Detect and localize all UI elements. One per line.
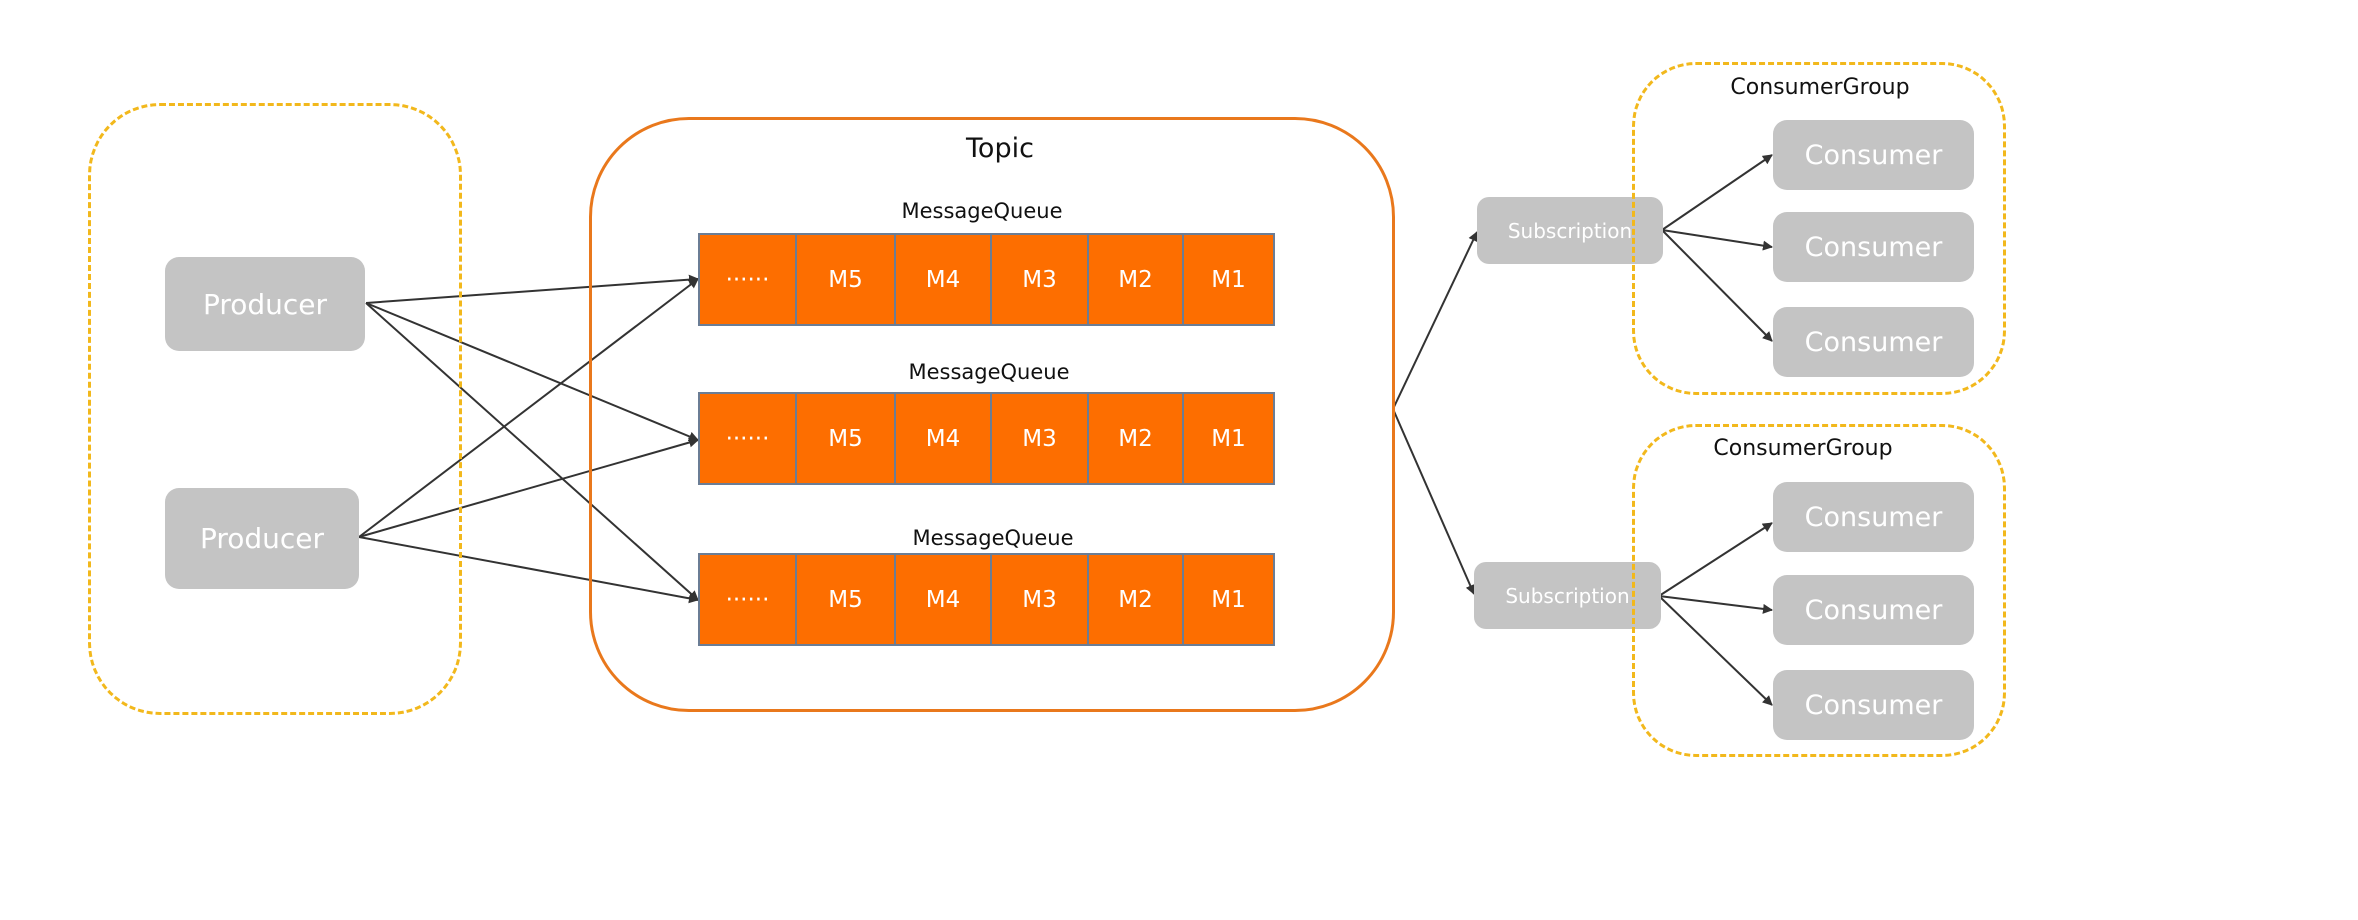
consumer-label: Consumer <box>1804 326 1943 358</box>
queue-cell: M5 <box>797 235 896 324</box>
queue-cell: M2 <box>1089 555 1184 644</box>
message-queue-label: MessageQueue <box>901 199 1063 223</box>
consumer-label: Consumer <box>1804 689 1943 721</box>
arrow-producer2-queue1 <box>358 278 699 538</box>
producer-node[interactable]: Producer <box>165 488 359 589</box>
arrow-subscription1-consumer3 <box>1661 229 1773 342</box>
arrow-producer2-queue3 <box>358 536 699 604</box>
queue-cell: M1 <box>1211 425 1246 452</box>
arrow-subscription2-consumer3 <box>1658 595 1773 706</box>
queue-cell: M2 <box>1089 394 1184 483</box>
message-queue: ······ M5 M4 M3 M2 M1 <box>698 392 1275 485</box>
consumer-node[interactable]: Consumer <box>1773 212 1974 282</box>
producer-node[interactable]: Producer <box>165 257 365 351</box>
queue-cell: M3 <box>992 235 1089 324</box>
producer-label: Producer <box>202 287 328 321</box>
topic-title: Topic <box>966 132 1034 164</box>
queue-cell: M1 <box>1211 586 1246 613</box>
consumer-label: Consumer <box>1804 139 1943 171</box>
queue-cell: ······ <box>700 235 797 324</box>
arrow-topic-subscription2 <box>1392 408 1475 595</box>
arrow-producer1-queue2 <box>365 302 699 442</box>
message-queue-label: MessageQueue <box>908 360 1070 384</box>
arrow-producer1-queue3 <box>365 302 699 601</box>
arrow-subscription1-consumer1 <box>1661 154 1773 231</box>
queue-cell: M4 <box>896 235 992 324</box>
consumer-group <box>1632 62 2006 395</box>
message-queue-label: MessageQueue <box>912 526 1074 550</box>
arrow-producer2-queue2 <box>358 437 699 538</box>
consumer-label: Consumer <box>1804 501 1943 533</box>
queue-cell: M3 <box>992 394 1089 483</box>
queue-cell: M3 <box>992 555 1089 644</box>
queue-cell: M2 <box>1089 235 1184 324</box>
consumer-node[interactable]: Consumer <box>1773 307 1974 377</box>
consumer-node[interactable]: Consumer <box>1773 120 1974 190</box>
queue-cell: M5 <box>797 394 896 483</box>
subscription-label: Subscription <box>1505 583 1630 608</box>
queue-cell: ······ <box>700 394 797 483</box>
consumer-node[interactable]: Consumer <box>1773 670 1974 740</box>
arrow-topic-subscription1 <box>1392 231 1478 410</box>
message-queue: ······ M5 M4 M3 M2 M1 <box>698 553 1275 646</box>
arrow-subscription2-consumer1 <box>1658 522 1773 597</box>
consumer-node[interactable]: Consumer <box>1773 575 1974 645</box>
consumer-label: Consumer <box>1804 594 1943 626</box>
producer-label: Producer <box>199 522 325 555</box>
queue-cell: M4 <box>896 394 992 483</box>
message-queue: ······ M5 M4 M3 M2 M1 <box>698 233 1275 326</box>
queue-cell: M4 <box>896 555 992 644</box>
consumer-node[interactable]: Consumer <box>1773 482 1974 552</box>
subscription-node[interactable]: Subscription <box>1474 562 1661 629</box>
queue-cell: M5 <box>797 555 896 644</box>
queue-cell: ······ <box>700 555 797 644</box>
arrow-subscription2-consumer2 <box>1658 595 1773 614</box>
consumer-group-title: ConsumerGroup <box>1713 435 1893 461</box>
consumer-group-title: ConsumerGroup <box>1730 74 1910 100</box>
arrow-producer1-queue1 <box>365 274 699 304</box>
producer-group <box>88 103 462 715</box>
topic-container <box>589 117 1395 712</box>
consumer-label: Consumer <box>1804 231 1943 263</box>
consumer-group <box>1632 424 2006 757</box>
queue-cell: M1 <box>1211 266 1246 293</box>
arrow-subscription1-consumer2 <box>1661 229 1773 251</box>
subscription-label: Subscription <box>1507 218 1633 243</box>
